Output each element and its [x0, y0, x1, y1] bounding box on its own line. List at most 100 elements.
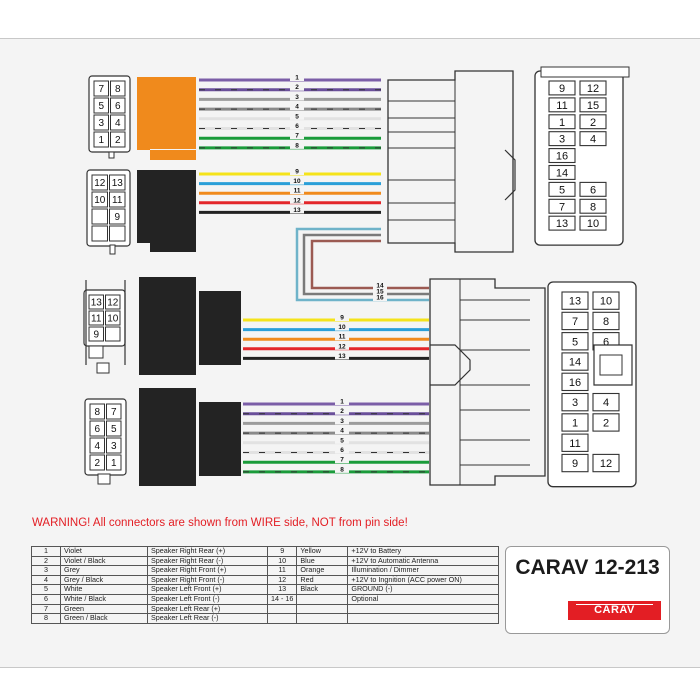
- wire-number: 5: [295, 113, 299, 120]
- pin-cell: [93, 131, 109, 148]
- pin-number: 10: [107, 314, 119, 325]
- pin-number: 3: [559, 134, 565, 146]
- pin-number: 4: [115, 118, 121, 129]
- black-plug-body: [199, 291, 241, 365]
- wire-number: 13: [293, 207, 301, 214]
- pin-cell: [88, 294, 104, 310]
- pin-number: 8: [603, 316, 609, 328]
- wire-label-bg: [335, 342, 349, 350]
- wire-number: 14: [376, 283, 384, 290]
- pin-number: 6: [94, 424, 100, 435]
- wire-number: 7: [295, 133, 299, 140]
- wire-label-bg: [335, 333, 349, 341]
- pin-cell: [105, 326, 121, 342]
- carav-logo: CARAV: [568, 601, 661, 620]
- pin-number: 14: [556, 167, 568, 179]
- pin-number: 15: [587, 100, 599, 112]
- connector-ribs: [388, 80, 456, 243]
- pin-cell: [592, 413, 620, 432]
- wire-number: 4: [340, 428, 344, 435]
- pin-cell: [548, 97, 576, 113]
- legend-cell-fn: Speaker Right Front (+): [147, 565, 268, 576]
- black-plug-large: [139, 388, 196, 486]
- pin-cell: [548, 164, 576, 180]
- orange-iso-plug: [137, 77, 196, 149]
- pin-number: 7: [98, 84, 104, 95]
- pin-cell: [106, 454, 122, 471]
- wire-number: 2: [340, 408, 344, 415]
- wire-label-bg: [290, 177, 304, 185]
- legend-cell-color-2: [296, 603, 349, 615]
- wire-number: 7: [340, 457, 344, 464]
- pin-cell: [109, 191, 126, 208]
- pin-number: 13: [112, 178, 124, 189]
- legend-cell-num: 1: [31, 546, 61, 557]
- wire-label-bg: [290, 93, 304, 101]
- pin-cell: [110, 131, 126, 148]
- pin-number: 1: [111, 458, 117, 469]
- wire-label-bg: [335, 436, 349, 444]
- pin-cell: [89, 420, 105, 437]
- wire-label-bg: [290, 83, 304, 91]
- radio-connector-bottom: [429, 278, 546, 486]
- radio-clip-inner: [599, 354, 623, 376]
- pin-number: 13: [91, 298, 103, 309]
- pin-number: 8: [115, 84, 121, 95]
- wire-number: 2: [295, 84, 299, 91]
- wire-label-bg: [335, 398, 349, 405]
- wire-number: 8: [295, 142, 299, 149]
- plug-latch: [96, 362, 110, 374]
- pin-cell: [561, 433, 589, 452]
- pin-cell: [91, 174, 108, 191]
- wire-label-bg: [335, 427, 349, 435]
- pin-cell: [579, 198, 607, 214]
- wire-number: 1: [340, 399, 344, 406]
- pin-number: 6: [603, 336, 609, 348]
- legend-cell-color-2: [296, 593, 349, 605]
- connector-clip: [504, 149, 516, 201]
- pin-number: 13: [569, 296, 581, 308]
- black-plug-body: [199, 402, 241, 476]
- pin-cell: [548, 148, 576, 164]
- wire-number: 16: [376, 295, 384, 302]
- legend-cell-color: Violet: [60, 546, 148, 557]
- pin-cell: [548, 181, 576, 197]
- pin-number: 10: [587, 218, 599, 230]
- pin-cell: [89, 403, 105, 420]
- pin-cell: [93, 80, 109, 97]
- legend-cell-fn-2: +12V to Battery: [347, 546, 500, 557]
- wire-label-bg: [335, 314, 349, 321]
- wire-label-bg: [290, 168, 304, 175]
- pin-number: 3: [572, 397, 578, 409]
- pin-cell: [592, 291, 620, 310]
- pin-number: 16: [556, 151, 568, 163]
- wire-label-bg: [373, 288, 387, 295]
- wire-number: 3: [340, 418, 344, 425]
- wire: [302, 233, 429, 296]
- vehicle-pin-face: [534, 70, 624, 246]
- pin-number: 5: [98, 101, 104, 112]
- wire-label-bg: [373, 282, 387, 289]
- pin-cell: [110, 114, 126, 131]
- wire-number: 8: [340, 466, 344, 473]
- pin-cell: [93, 114, 109, 131]
- pin-number: 12: [94, 178, 106, 189]
- wire-number: 13: [338, 353, 346, 360]
- pin-number: 1: [559, 117, 565, 129]
- legend-cell-fn: Speaker Left Rear (-): [147, 613, 268, 624]
- pin-cell: [592, 392, 620, 412]
- wire-number: 1: [295, 75, 299, 82]
- pin-number: 9: [572, 458, 578, 470]
- pin-number: 11: [91, 314, 102, 325]
- wire-number: 12: [293, 197, 301, 204]
- wire: [295, 227, 429, 302]
- pin-number: 4: [94, 441, 100, 452]
- pin-cell: [561, 413, 589, 432]
- pin-number: 1: [98, 135, 104, 146]
- pin-cell: [548, 114, 576, 130]
- pin-cell: [89, 437, 105, 454]
- pin-cell: [561, 332, 589, 351]
- pin-number: 4: [603, 397, 609, 409]
- black-plug-latch: [137, 236, 196, 252]
